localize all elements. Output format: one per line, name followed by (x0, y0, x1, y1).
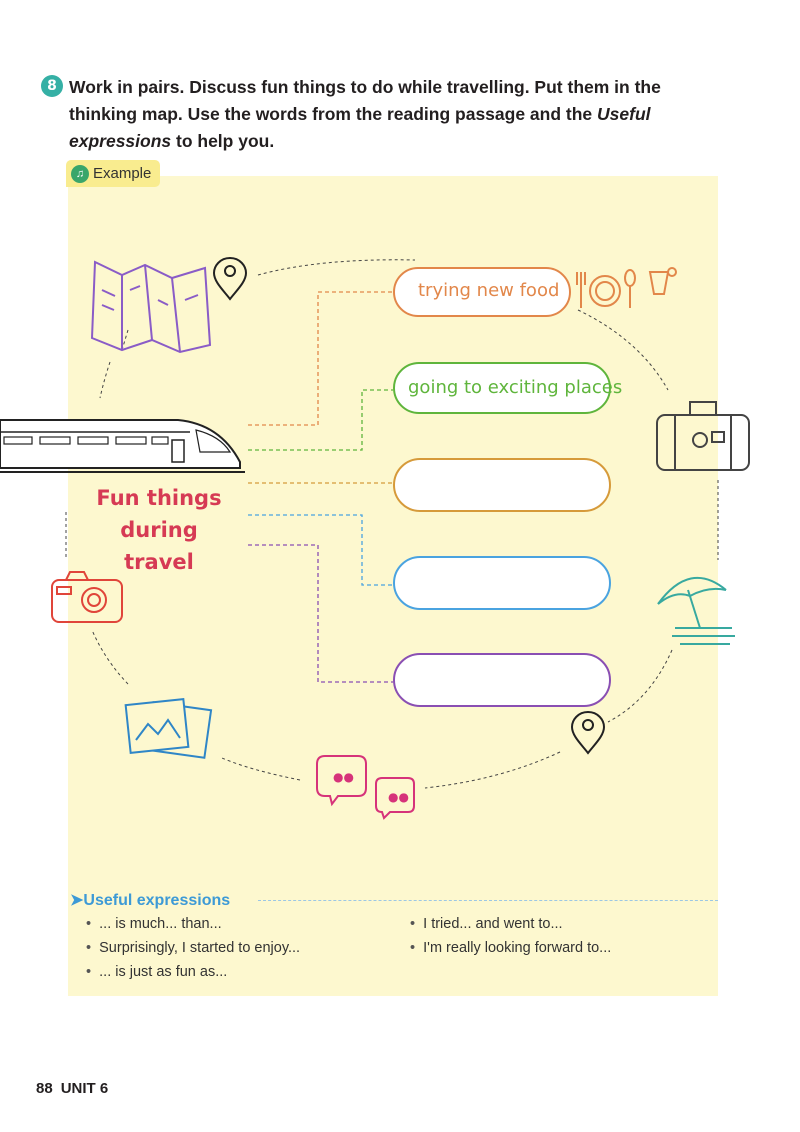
headphones-icon: ♫ (71, 164, 89, 183)
map-box-3[interactable] (393, 458, 611, 512)
map-box-5[interactable] (393, 653, 611, 707)
map-box-2 (393, 362, 611, 414)
center-title-line1: Fun things (96, 486, 222, 510)
center-title: Fun things during travel (84, 482, 234, 578)
useful-expressions-heading: ➤Useful expressions (70, 890, 230, 910)
svg-text:●●: ●● (333, 770, 354, 784)
instruction-text-italic: Useful expressions (69, 104, 651, 151)
expression-item: I'm really looking forward to... (410, 940, 611, 956)
suitcase-icon (656, 401, 750, 471)
page-number: 88 (36, 1080, 53, 1097)
page-footer: 88 UNIT 6 (36, 1080, 108, 1097)
box-text-going-to-exciting-places: going to exciting places (408, 377, 623, 398)
instruction-text-2: to help you. (171, 131, 275, 151)
useful-expressions-divider (258, 900, 718, 901)
expression-item: I tried... and went to... (410, 916, 562, 932)
folded-map-icon (90, 260, 212, 354)
train-icon (0, 419, 245, 473)
useful-expressions-title: Useful expressions (83, 892, 231, 909)
svg-text:●●: ●● (388, 790, 409, 804)
location-pin-icon-2 (570, 710, 606, 755)
unit-label: UNIT 6 (60, 1080, 109, 1097)
example-label: Example (93, 165, 152, 182)
location-pin-icon (212, 256, 248, 301)
camera-icon (51, 571, 123, 623)
plate-and-cutlery-icon (576, 267, 677, 308)
instruction-text-1: Work in pairs. Discuss fun things to do … (69, 77, 661, 124)
example-tag[interactable]: ♫ Example (66, 160, 160, 187)
center-title-line2: during travel (120, 518, 198, 574)
chat-bubbles-icon: ●● ●● (316, 755, 415, 820)
connector-lines (248, 291, 393, 683)
task-instructions: Work in pairs. Discuss fun things to do … (69, 74, 729, 155)
task-number-badge: 8 (41, 75, 63, 97)
expression-item: ... is much... than... (86, 916, 222, 932)
map-box-4[interactable] (393, 556, 611, 610)
beach-umbrella-icon (657, 576, 735, 645)
dashed-circle (65, 259, 719, 789)
arrow-icon: ➤ (70, 892, 84, 909)
box-text-trying-new-food: trying new food (418, 280, 560, 301)
photos-icon (124, 698, 213, 759)
expression-item: ... is just as fun as... (86, 964, 227, 980)
map-box-1 (393, 267, 571, 317)
expression-item: Surprisingly, I started to enjoy... (86, 940, 300, 956)
